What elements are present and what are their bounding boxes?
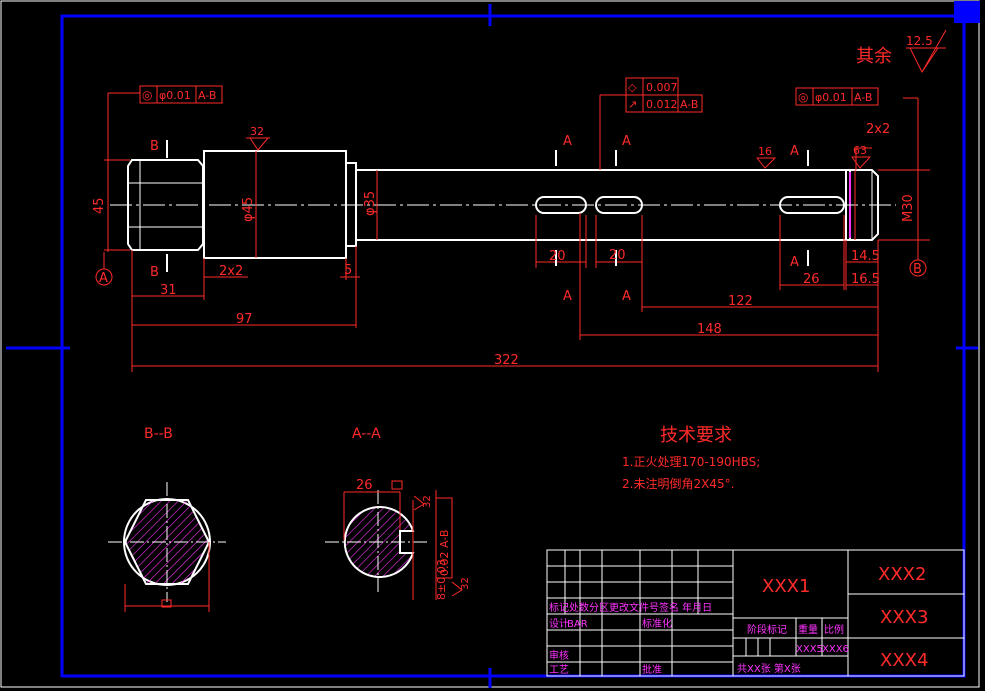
corner-marker <box>954 1 980 23</box>
title-block-text: 标记处数分区更改文件号签名 年月日 设计 BAR 标准化 阶段标记 重量 比例 … <box>549 564 928 676</box>
svg-text:32: 32 <box>250 125 264 138</box>
svg-text:A-B: A-B <box>680 98 698 111</box>
svg-text:B: B <box>150 139 159 154</box>
title-block <box>546 549 965 677</box>
svg-text:批准: 批准 <box>642 663 662 676</box>
dim-16-5: 16.5 <box>851 272 880 287</box>
svg-text:◎: ◎ <box>798 90 808 104</box>
part-name: XXX1 <box>762 576 810 597</box>
svg-text:↗: ↗ <box>628 98 637 111</box>
svg-text:◎: ◎ <box>142 88 152 102</box>
svg-text:共XX张 第X张: 共XX张 第X张 <box>737 662 801 675</box>
svg-text:A-B: A-B <box>198 89 216 102</box>
svg-text:32: 32 <box>460 577 471 590</box>
tolerance-frame-middle: ◇ 0.007 ↗ 0.012 A-B <box>625 77 703 113</box>
technical-requirements: 技术要求 1.正火处理170-190HBS; 2.未注明倒角2X45°. <box>622 425 760 491</box>
dim-groove: 5 <box>344 263 352 278</box>
svg-text:XXX6: XXX6 <box>822 644 849 655</box>
aa-depth: 8±0.03 <box>435 559 448 600</box>
svg-text:A: A <box>622 289 631 304</box>
svg-text:审核: 审核 <box>549 649 569 662</box>
dim-148: 148 <box>697 322 722 337</box>
general-roughness: 其余 12.5 <box>856 29 947 73</box>
roughness-value: 12.5 <box>906 34 933 48</box>
dim-key3: 26 <box>803 272 820 287</box>
tech-item-2: 2.未注明倒角2X45°. <box>622 476 734 491</box>
svg-text:φ0.01: φ0.01 <box>159 89 191 102</box>
drawing-number: XXX4 <box>880 650 928 671</box>
dim-key1: 20 <box>549 249 566 264</box>
svg-text:0.012: 0.012 <box>646 98 678 111</box>
tolerance-frame-right: ◎ φ0.01 A-B <box>795 87 879 106</box>
svg-text:B: B <box>150 265 159 280</box>
svg-text:阶段标记: 阶段标记 <box>747 623 787 636</box>
dimension-lines <box>104 92 930 372</box>
roughness-label: 其余 <box>856 46 892 67</box>
dim-collar-dia: φ45 <box>241 197 256 222</box>
svg-text:A: A <box>563 134 572 149</box>
hex-head <box>127 159 204 251</box>
datum-a: A <box>99 271 108 286</box>
section-view-aa: A--A 26 0.02 A-B 8±0.03 32 32 <box>325 426 471 600</box>
aa-key-tol: 0.02 A-B <box>438 530 451 576</box>
svg-text:比例: 比例 <box>824 623 844 636</box>
svg-text:BAR: BAR <box>567 619 588 630</box>
datum-markers: A B <box>95 242 927 286</box>
dim-thread: M30 <box>901 194 916 222</box>
svg-text:XXX5: XXX5 <box>796 644 823 655</box>
dim-122: 122 <box>728 294 753 309</box>
roughness-symbols <box>246 137 872 169</box>
section-bb-title: B--B <box>144 426 173 442</box>
svg-text:标记处数分区更改文件号签名 年月日: 标记处数分区更改文件号签名 年月日 <box>549 601 712 614</box>
svg-text:φ0.01: φ0.01 <box>815 91 847 104</box>
dim-chamfer-right: 2x2 <box>866 122 890 137</box>
material: XXX2 <box>878 564 926 585</box>
dim-97: 97 <box>236 312 253 327</box>
svg-text:设计: 设计 <box>549 617 569 630</box>
svg-text:32: 32 <box>422 495 433 508</box>
svg-text:A: A <box>790 144 799 159</box>
dim-chamfer-left: 2x2 <box>219 264 243 279</box>
svg-text:A: A <box>790 255 799 270</box>
svg-text:A-B: A-B <box>854 91 872 104</box>
svg-text:工艺: 工艺 <box>549 664 569 676</box>
dim-322: 322 <box>494 353 519 368</box>
section-letters: B B A A A A A A <box>150 134 799 304</box>
svg-text:63: 63 <box>853 144 867 157</box>
svg-text:0.007: 0.007 <box>646 81 678 94</box>
dim-key2: 20 <box>609 248 626 263</box>
svg-text:重量: 重量 <box>798 623 818 636</box>
svg-text:◇: ◇ <box>628 81 637 94</box>
datum-b: B <box>913 262 922 277</box>
tolerance-frame-left: ◎ φ0.01 A-B <box>139 85 223 104</box>
svg-text:A: A <box>563 289 572 304</box>
company: XXX3 <box>880 607 928 628</box>
dim-31: 31 <box>160 283 177 298</box>
svg-text:标准化: 标准化 <box>642 617 672 630</box>
dim-shaft-dia: φ35 <box>363 191 378 216</box>
dim-14-5: 14.5 <box>851 249 880 264</box>
aa-width: 26 <box>356 478 373 493</box>
section-view-bb: B--B <box>108 426 226 612</box>
dimension-texts: 45 φ45 φ35 M30 2x2 2x2 5 31 97 322 20 20… <box>92 122 916 368</box>
svg-text:A: A <box>622 134 631 149</box>
section-aa-title: A--A <box>352 426 381 442</box>
tech-title: 技术要求 <box>660 425 732 446</box>
dim-hex-height: 45 <box>92 197 107 214</box>
svg-text:16: 16 <box>758 145 772 158</box>
section-cut-marks <box>166 140 809 272</box>
tech-item-1: 1.正火处理170-190HBS; <box>622 455 760 469</box>
